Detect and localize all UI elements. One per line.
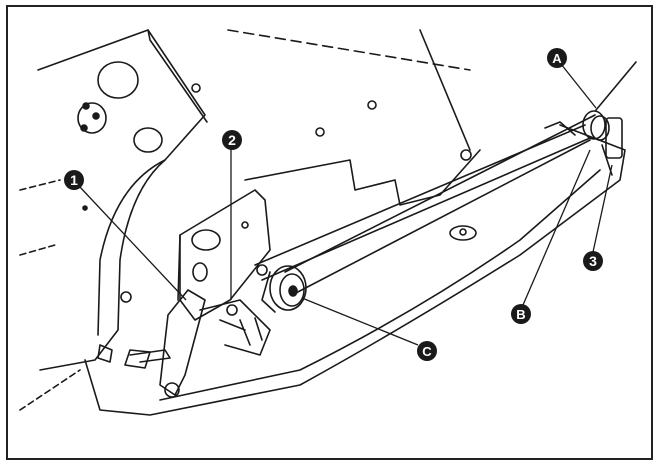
- bracket-hole: [192, 262, 208, 282]
- screw: [191, 83, 201, 93]
- lever-arm: [159, 289, 206, 396]
- callout-a: A: [547, 48, 567, 68]
- plate-cutout: [244, 149, 481, 206]
- thread-line: [595, 61, 637, 111]
- bed-outline: [84, 124, 626, 416]
- cover-cap-small: [133, 127, 163, 153]
- shaft-end: [191, 229, 221, 251]
- callout-3: 3: [583, 251, 603, 271]
- head-plate-inner-curve: [97, 159, 166, 336]
- mounting-bracket: [179, 189, 271, 321]
- feed-parts: [219, 317, 263, 346]
- callout-c-label: C: [422, 344, 432, 359]
- leader-1: [78, 185, 187, 301]
- cover-cap: [97, 61, 139, 99]
- plate-edge: [419, 29, 471, 151]
- leader-a: [560, 63, 597, 109]
- screw: [92, 112, 100, 120]
- pulley-c-hub: [288, 285, 298, 297]
- bracket-plate: [77, 102, 107, 134]
- callout-1-label: 1: [70, 172, 78, 188]
- callout-2: 2: [222, 130, 242, 150]
- pulley-c-side: [261, 271, 276, 313]
- screw: [460, 149, 472, 161]
- linkage: [199, 299, 271, 356]
- machine-drawing: [19, 29, 637, 416]
- leader-3: [592, 164, 613, 253]
- rod-end: [544, 121, 576, 136]
- bed-inner-edge: [159, 169, 601, 401]
- screw: [120, 291, 132, 303]
- callout-c: C: [417, 341, 437, 361]
- pulley-a: [582, 110, 606, 140]
- head-plate-edge: [147, 29, 208, 123]
- wing-nut: [449, 225, 477, 241]
- screw-2: [226, 304, 238, 316]
- screw: [315, 127, 325, 137]
- leader-lines: [78, 63, 613, 346]
- screw: [82, 205, 88, 211]
- block: [124, 349, 151, 369]
- callout-b-label: B: [516, 307, 525, 322]
- block: [97, 344, 113, 363]
- callout-2-label: 2: [228, 132, 236, 148]
- bracket-edge: [177, 234, 181, 301]
- callout-a-label: A: [552, 51, 562, 66]
- belt: [291, 139, 591, 296]
- diagram-border: [6, 5, 653, 460]
- callout-b: B: [511, 304, 531, 324]
- callout-3-label: 3: [589, 253, 597, 269]
- leader-c: [301, 297, 419, 346]
- dashed-line: [19, 244, 56, 256]
- lever-pivot: [164, 382, 180, 398]
- screw: [256, 264, 268, 276]
- belt-upper: [284, 114, 596, 273]
- screw: [367, 100, 377, 110]
- callout-1: 1: [64, 170, 84, 190]
- dashed-line: [19, 179, 61, 191]
- screw: [80, 124, 88, 132]
- block-edge: [129, 349, 171, 363]
- dashed-line: [19, 369, 81, 411]
- pulley-bracket: [605, 117, 623, 159]
- hidden-edge: [227, 29, 471, 71]
- pulley-c: [269, 265, 307, 311]
- pulley-a-rim: [590, 115, 610, 141]
- leader-b: [522, 149, 591, 306]
- pulley-c-rim: [279, 273, 305, 307]
- screw: [82, 102, 90, 110]
- screw: [241, 221, 249, 229]
- wing-nut-center: [459, 228, 467, 236]
